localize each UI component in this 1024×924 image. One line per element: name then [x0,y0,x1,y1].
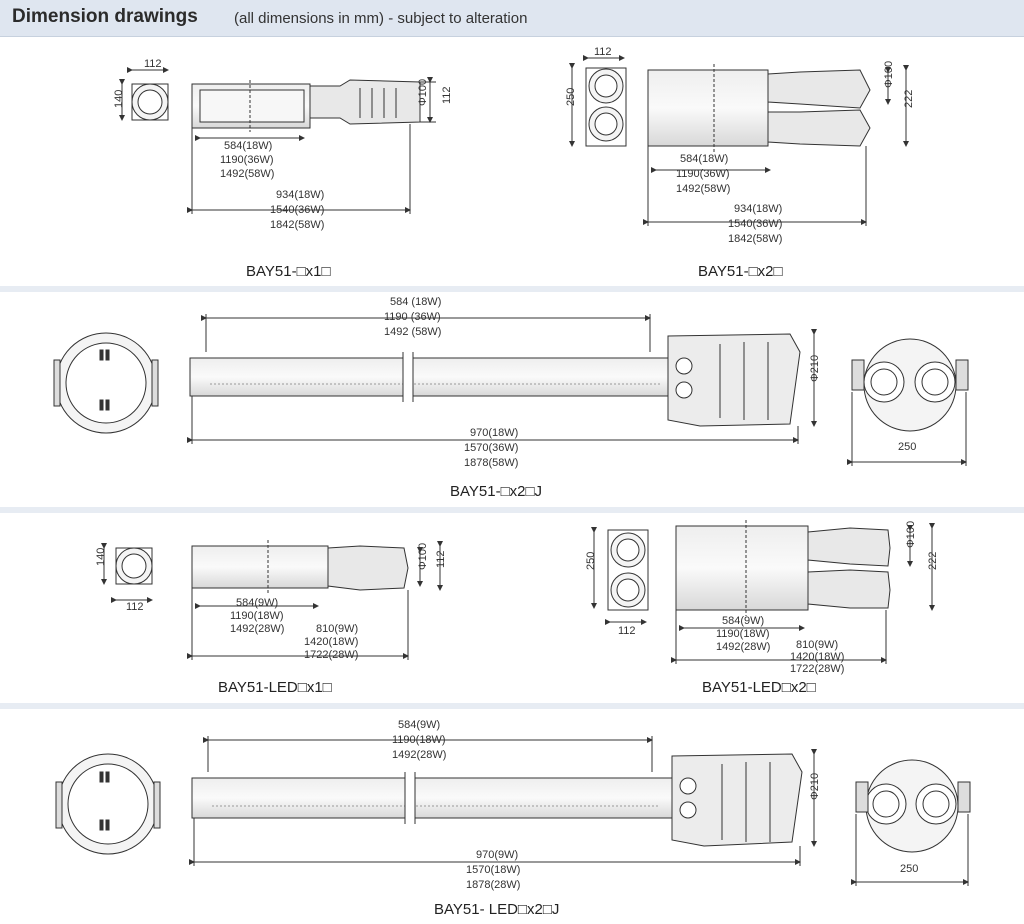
dim-inner-1: 584(18W) [680,153,728,165]
dim-v222: 222 [903,90,915,108]
dim-outer-2: 1540(36W) [270,204,324,216]
drawing-bay51-led-x2j [55,736,971,886]
drawing-bay51-x2 [569,55,909,226]
dim-bottom-3: 1878(28W) [466,879,520,891]
dim-outer-3: 1722(28W) [790,663,844,675]
page-title: Dimension drawings [12,6,198,27]
dim-outer-1: 810(9W) [316,623,358,635]
dim-inner-2: 1190(18W) [716,628,770,640]
dim-top-2: 1190 (36W) [384,311,441,323]
dim-height-140: 140 [113,90,125,108]
dim-height-250: 250 [565,88,577,106]
caption-bay51-x1: BAY51-□x1□ [246,263,331,280]
dim-phi100: Φ100 [883,61,895,88]
drawing-bay51-x2j [53,314,969,466]
dim-bottom-2: 1570(36W) [464,442,518,454]
dim-phi100: Φ100 [905,521,917,548]
dim-outer-2: 1420(18W) [790,651,844,663]
drawing-bay51-led-x1 [101,540,443,660]
drawing-bay51-led-x2 [591,520,935,664]
drawing-bay51-x1 [119,67,436,214]
dim-outer-1: 934(18W) [734,203,782,215]
dim-outer-2: 1540(36W) [728,218,782,230]
dim-v222: 222 [927,552,939,570]
dim-top-3: 1492(28W) [392,749,446,761]
dim-phi100: Φ100 [417,543,429,570]
dim-v112: 112 [441,86,453,104]
dim-width-250: 250 [898,441,916,453]
dim-bottom-1: 970(18W) [470,427,518,439]
dim-inner-3: 1492(28W) [716,641,770,653]
dim-inner-2: 1190(18W) [230,610,284,622]
dim-inner-3: 1492(58W) [220,168,274,180]
dim-width-112: 112 [126,601,144,613]
dim-inner-2: 1190(36W) [676,168,730,180]
caption-bay51-led-x2j: BAY51- LED□x2□J [434,901,559,918]
dim-phi210: Φ210 [809,355,821,382]
dim-inner-3: 1492(28W) [230,623,284,635]
dim-inner-2: 1190(36W) [220,154,274,166]
dim-bottom-1: 970(9W) [476,849,518,861]
dim-top-1: 584 (18W) [390,296,441,308]
caption-bay51-led-x2: BAY51-LED□x2□ [702,679,816,696]
dim-width-112: 112 [144,58,162,70]
dim-outer-3: 1722(28W) [304,649,358,661]
caption-bay51-x2: BAY51-□x2□ [698,263,783,280]
page-header: Dimension drawings (all dimensions in mm… [0,0,1024,37]
dim-width-112: 112 [618,625,636,637]
dim-inner-1: 584(18W) [224,140,272,152]
dim-outer-3: 1842(58W) [270,219,324,231]
dim-height-140: 140 [95,548,107,566]
dim-outer-2: 1420(18W) [304,636,358,648]
caption-bay51-led-x1: BAY51-LED□x1□ [218,679,332,696]
dim-inner-1: 584(9W) [236,597,278,609]
dim-bottom-3: 1878(58W) [464,457,518,469]
dim-top-3: 1492 (58W) [384,326,441,338]
dim-phi210: Φ210 [809,773,821,800]
dim-bottom-2: 1570(18W) [466,864,520,876]
dim-v112: 112 [435,550,447,568]
caption-bay51-x2j: BAY51-□x2□J [450,483,542,500]
dim-width-250: 250 [900,863,918,875]
dim-phi100: Φ100 [417,79,429,106]
dim-top-2: 1190(18W) [392,734,446,746]
dim-outer-1: 810(9W) [796,639,838,651]
dim-height-250: 250 [585,552,597,570]
dim-outer-1: 934(18W) [276,189,324,201]
row-divider [0,703,1024,709]
row-divider [0,286,1024,292]
dim-inner-3: 1492(58W) [676,183,730,195]
row-divider [0,507,1024,513]
dim-inner-1: 584(9W) [722,615,764,627]
page-subtitle: (all dimensions in mm) - subject to alte… [234,10,528,27]
dim-width-112: 112 [594,46,612,58]
dim-top-1: 584(9W) [398,719,440,731]
dim-outer-3: 1842(58W) [728,233,782,245]
